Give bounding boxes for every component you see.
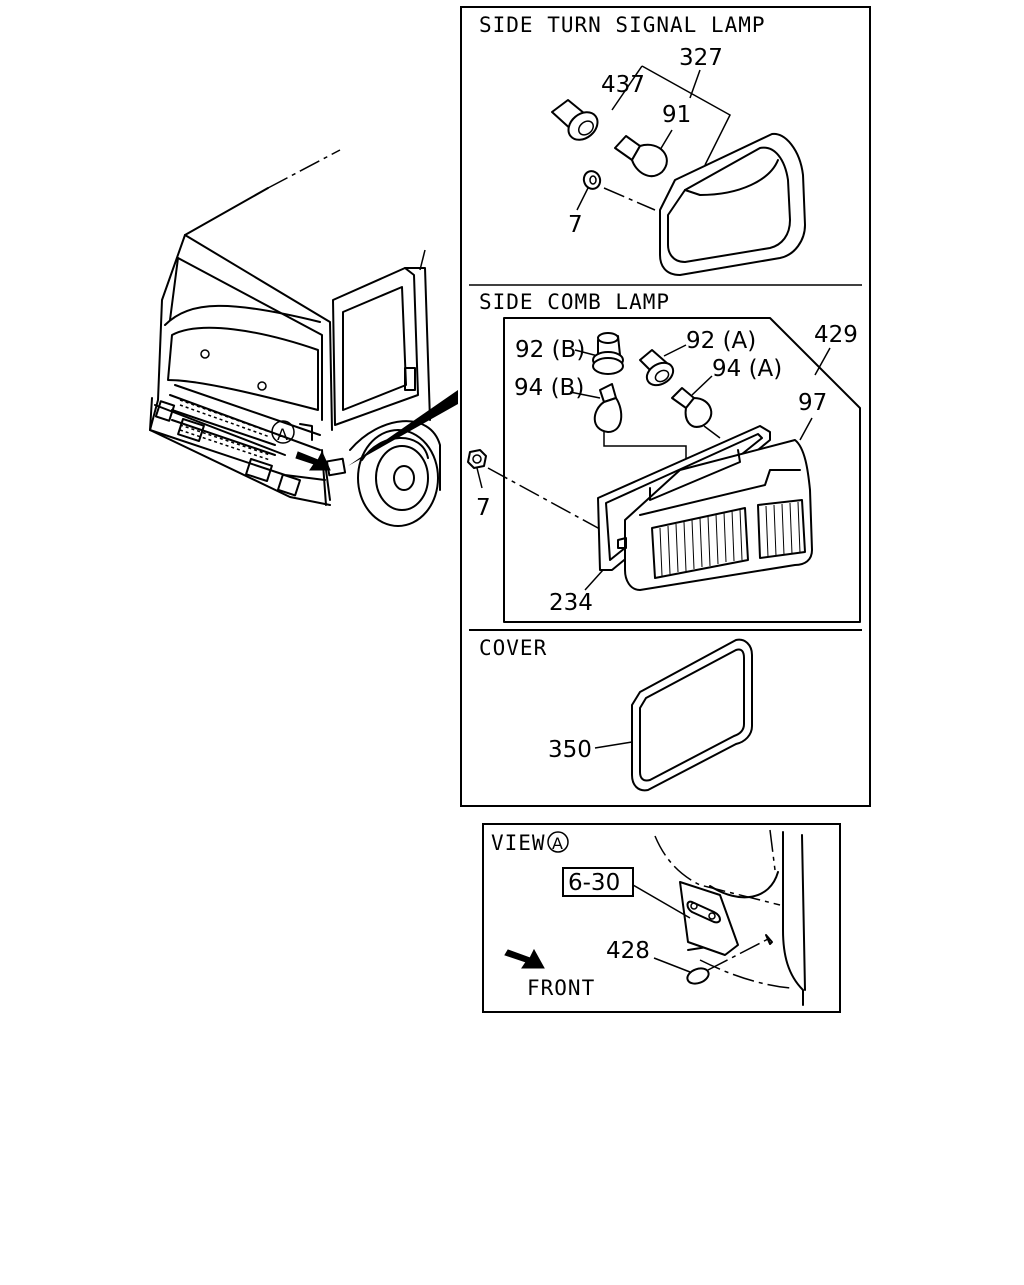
callout-429: 429 (814, 322, 858, 348)
side-comb-lamp-title: SIDE COMB LAMP (479, 290, 670, 314)
bulb-94a (671, 387, 713, 428)
front-direction-arrow-icon (295, 450, 331, 471)
truck-view-marker: A (277, 425, 288, 444)
callout-327: 327 (679, 45, 723, 71)
view-a-marker: A (552, 834, 563, 853)
callout-350: 350 (548, 737, 592, 763)
bulb-91 (614, 135, 668, 178)
comb-lamp-body-97 (617, 439, 813, 591)
ref-box-6-30 (562, 867, 634, 897)
side-comb-lamp-section: SIDE COMB LAMP 429 92 (B) 92 (A) 94 (B) … (467, 290, 861, 623)
view-a-title: VIEW (491, 831, 546, 855)
front-label: FRONT (527, 976, 595, 1000)
cover-350 (631, 638, 753, 792)
nut-7-mid (467, 449, 487, 469)
callout-428: 428 (606, 938, 650, 964)
ref-box-label: 6-30 (568, 870, 620, 896)
callout-92a: 92 (A) (686, 328, 756, 354)
callout-437: 437 (601, 72, 645, 98)
leader-wedge (348, 390, 458, 466)
side-turn-signal-lamp-section: SIDE TURN SIGNAL LAMP 327 437 91 7 (479, 13, 806, 276)
callout-7-top: 7 (568, 212, 583, 238)
bulb-94b (593, 383, 623, 433)
truck-cab-illustration: A (149, 149, 458, 527)
callout-91: 91 (662, 102, 691, 128)
turn-lamp-housing-327 (659, 132, 806, 276)
front-arrow-icon (504, 948, 545, 969)
view-a-section: VIEW A 6-30 428 FRONT (482, 823, 841, 1013)
socket-437 (551, 99, 599, 141)
cover-section: COVER 350 (479, 636, 753, 792)
lamp-bracket (679, 881, 739, 956)
socket-92b (592, 332, 624, 375)
nut-7-top (582, 170, 602, 190)
callout-94a: 94 (A) (712, 356, 782, 382)
side-turn-signal-lamp-title: SIDE TURN SIGNAL LAMP (479, 13, 766, 37)
socket-92a (639, 349, 675, 387)
callout-7-mid: 7 (476, 495, 491, 521)
callout-92b: 92 (B) (515, 337, 585, 363)
callout-234: 234 (549, 590, 593, 616)
grommet-428 (686, 967, 710, 985)
callout-94b: 94 (B) (514, 375, 584, 401)
cover-title: COVER (479, 636, 547, 660)
main-parts-frame (460, 6, 871, 807)
callout-97: 97 (798, 390, 827, 416)
